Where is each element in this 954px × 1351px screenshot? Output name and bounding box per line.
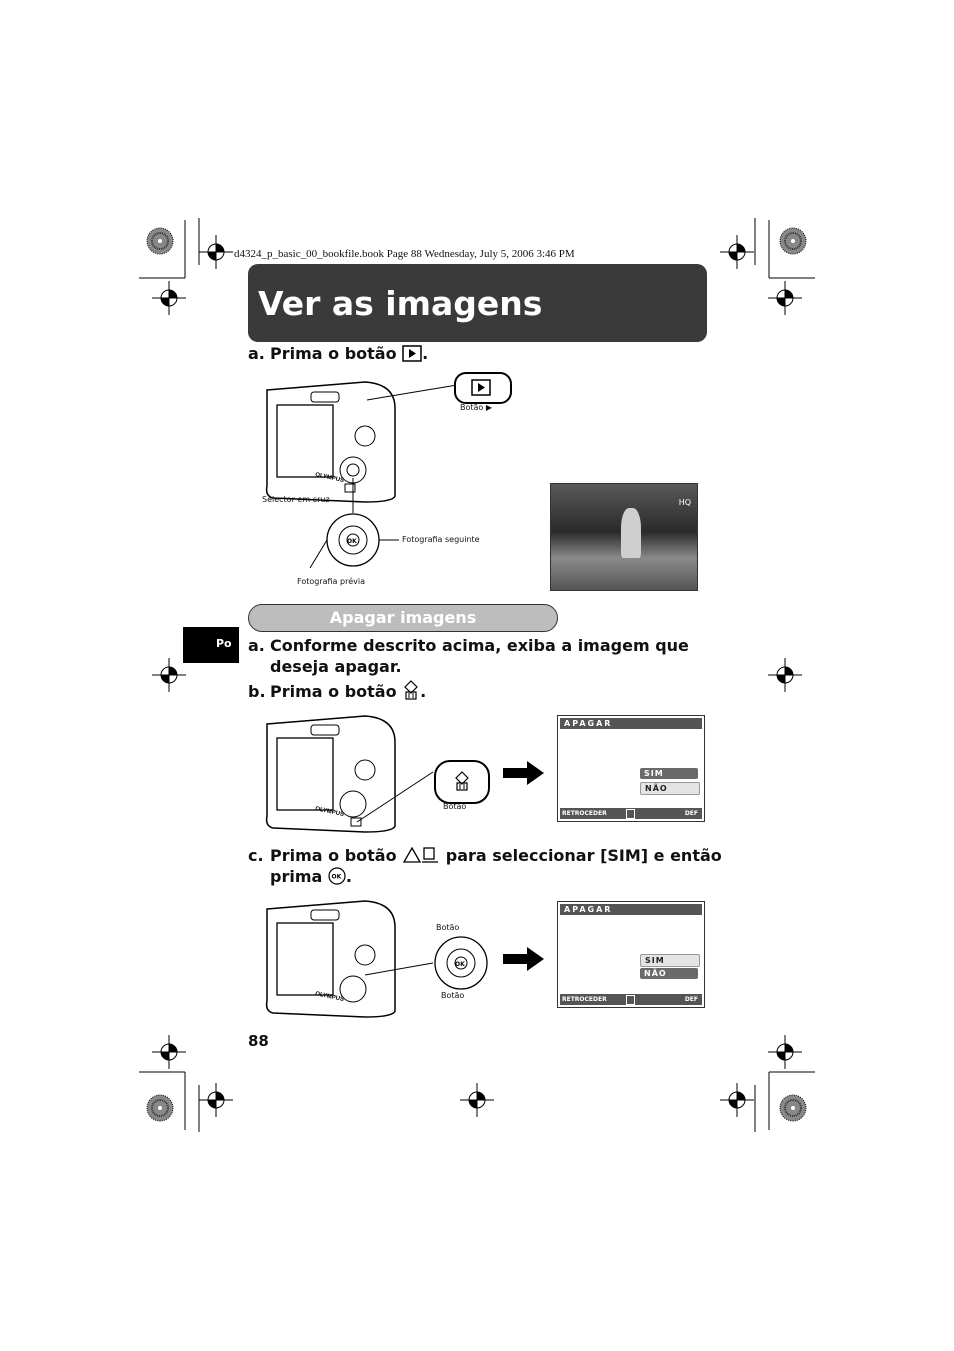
footer-set: DEF: [684, 996, 698, 1003]
svg-text:OLYMPUS: OLYMPUS: [315, 472, 345, 484]
play-icon: [471, 379, 491, 396]
section-bar: Apagar imagens: [248, 604, 558, 632]
photo-mode-label: HQ: [678, 498, 691, 507]
step-text: Conforme descrito acima, exiba a imagem …: [270, 636, 689, 655]
section-title: Apagar imagens: [329, 608, 477, 627]
photo-figure: [621, 508, 641, 558]
lcd-delete-screen-2: APAGAR SIM NÃO RETROCEDER DEF: [557, 901, 705, 1008]
step-letter: a.: [248, 344, 265, 363]
lcd-title: APAGAR: [560, 718, 702, 729]
step-view-a: a. Prima o botão .: [248, 343, 428, 364]
updown-icon: [626, 809, 635, 819]
label-text: Botão: [460, 403, 484, 412]
lcd-footer: RETROCEDER DEF: [560, 808, 702, 819]
step-text: Prima o botão: [270, 846, 397, 865]
camera-illustration-2: OLYMPUS: [265, 715, 434, 833]
footer-back: RETROCEDER: [562, 996, 607, 1003]
step-text: Prima o botão: [270, 682, 397, 701]
step-text-cont: prima: [270, 867, 323, 886]
up-print-icon: [403, 846, 439, 863]
print-header-line: d4324_p_basic_00_bookfile.book Page 88 W…: [234, 248, 575, 260]
next-photo-label: Fotografia seguinte: [402, 535, 480, 544]
lcd-footer: RETROCEDER DEF: [560, 994, 702, 1005]
camera-illustration-3: OLYMPUS OK: [265, 900, 488, 1018]
svg-text:OLYMPUS: OLYMPUS: [315, 806, 345, 818]
option-sim[interactable]: SIM: [640, 954, 700, 967]
ok-button-label: Botão: [441, 991, 465, 1000]
sample-photo: HQ: [550, 483, 698, 591]
ok-icon: OK: [328, 867, 346, 885]
step-period: .: [422, 344, 429, 363]
erase-icon: [455, 771, 469, 791]
svg-text:OK: OK: [347, 538, 357, 545]
erase-icon: [404, 680, 419, 700]
svg-text:OLYMPUS: OLYMPUS: [315, 991, 345, 1003]
title-banner: Ver as imagens: [248, 264, 707, 342]
play-button[interactable]: [454, 372, 512, 404]
arrow-right-icon-2: [503, 947, 544, 971]
step-letter: b.: [248, 682, 266, 701]
page-number: 88: [248, 1032, 269, 1050]
erase-button[interactable]: [434, 760, 490, 804]
erase-button-label: Botão: [443, 802, 467, 811]
step-delete-c: c. Prima o botão para seleccionar [SIM] e…: [248, 845, 722, 887]
lcd-delete-screen: APAGAR SIM NÃO RETROCEDER DEF: [557, 715, 705, 822]
prev-photo-label: Fotografia prévia: [297, 577, 365, 586]
option-nao[interactable]: NÃO: [640, 968, 698, 979]
option-nao[interactable]: NÃO: [640, 782, 700, 795]
option-sim[interactable]: SIM: [640, 768, 698, 779]
page-title: Ver as imagens: [258, 284, 543, 323]
step-delete-b: b.Prima o botão .: [248, 680, 426, 702]
lcd-title: APAGAR: [560, 904, 702, 915]
step-text-mid: para seleccionar [SIM] e então: [445, 846, 722, 865]
step-period: .: [345, 867, 352, 886]
selector-label: Selector em cruz: [262, 495, 330, 504]
footer-back: RETROCEDER: [562, 810, 607, 817]
step-period: .: [420, 682, 427, 701]
step-text-cont: deseja apagar.: [270, 657, 402, 676]
camera-illustration: OLYMPUS OK: [265, 381, 458, 569]
svg-text:OK: OK: [455, 961, 465, 968]
language-tab-label: Po: [216, 637, 232, 650]
footer-set: DEF: [684, 810, 698, 817]
arrow-right-icon: [503, 761, 544, 785]
language-tab: Po: [183, 627, 239, 663]
play-icon: [402, 345, 422, 362]
play-button-label: Botão ▶: [460, 403, 493, 412]
step-letter: c.: [248, 846, 264, 865]
step-delete-a: a. Conforme descrito acima, exiba a image…: [248, 635, 689, 677]
step-text: Prima o botão: [270, 344, 397, 363]
updown-icon: [626, 995, 635, 1005]
svg-text:OK: OK: [331, 874, 341, 881]
up-button-label: Botão: [436, 923, 460, 932]
step-letter: a.: [248, 636, 265, 655]
